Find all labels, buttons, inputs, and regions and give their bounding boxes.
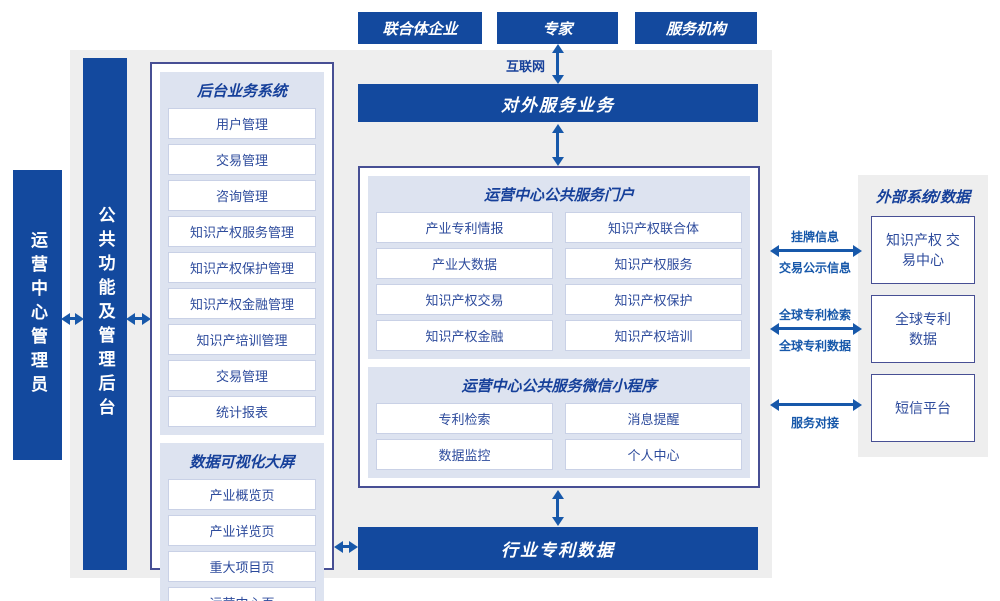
- portal-item: 知识产权培训: [565, 320, 742, 351]
- back-office-title: 后台业务系统: [196, 83, 287, 100]
- portal-title: 运营中心公共服务门户: [483, 187, 634, 204]
- actor-experts: 专家: [497, 12, 618, 44]
- arrow-admin-to-backend-icon: [61, 312, 84, 325]
- dataviz-item: 重大项目页: [168, 551, 316, 582]
- center-services-box: 运营中心公共服务门户 产业专利情报 知识产权联合体 产业大数据 知识产权服务 知…: [358, 166, 760, 488]
- back-office-section: 后台业务系统 用户管理 交易管理 咨询管理 知识产权服务管理 知识产权保护管理 …: [160, 72, 324, 435]
- arrow-internet-icon: [551, 44, 564, 84]
- arrow-backend-to-backoffice-icon: [126, 312, 151, 325]
- link-label-listing-info: 挂牌信息: [790, 230, 839, 244]
- dataviz-item: 运营中心页: [168, 587, 316, 601]
- dataviz-title: 数据可视化大屏: [189, 454, 295, 471]
- dataviz-item: 产业详览页: [168, 515, 316, 546]
- dataviz-item: 产业概览页: [168, 479, 316, 510]
- back-office-item: 统计报表: [168, 396, 316, 427]
- external-service-bar: 对外服务业务: [358, 84, 758, 122]
- link-label-service-docking: 服务对接: [790, 416, 839, 430]
- external-system-global-patent-data: 全球专利 数据: [871, 295, 975, 363]
- portal-item: 知识产权联合体: [565, 212, 742, 243]
- operations-admin-bar: 运营中心管理员: [13, 170, 62, 460]
- external-system-ip-trade-center: 知识产权 交易中心: [871, 216, 975, 284]
- link-label-trade-publicity-info: 交易公示信息: [778, 261, 851, 275]
- portal-item: 知识产权服务: [565, 248, 742, 279]
- miniprogram-item: 数据监控: [376, 439, 553, 470]
- actor-service-agencies: 服务机构: [635, 12, 757, 44]
- actor-consortium-enterprises: 联合体企业: [358, 12, 482, 44]
- left-systems-box: 后台业务系统 用户管理 交易管理 咨询管理 知识产权服务管理 知识产权保护管理 …: [150, 62, 334, 601]
- back-office-item: 知识产权金融管理: [168, 288, 316, 319]
- miniprogram-item: 消息提醒: [565, 403, 742, 434]
- link-label-global-patent-search: 全球专利检索: [778, 308, 851, 322]
- back-office-item: 咨询管理: [168, 180, 316, 211]
- arrow-dataviz-to-industrydata-icon: [334, 540, 358, 553]
- portal-item: 知识产权保护: [565, 284, 742, 315]
- arrow-to-global-patent-data-icon: [770, 322, 862, 335]
- miniprogram-item: 个人中心: [565, 439, 742, 470]
- portal-section: 运营中心公共服务门户 产业专利情报 知识产权联合体 产业大数据 知识产权服务 知…: [368, 176, 750, 359]
- public-functions-bar: 公共功能及管理后台: [83, 58, 127, 570]
- link-label-global-patent-data: 全球专利数据: [778, 339, 851, 353]
- back-office-item: 交易管理: [168, 144, 316, 175]
- miniprogram-section: 运营中心公共服务微信小程序 专利检索 消息提醒 数据监控 个人中心: [368, 367, 750, 478]
- external-system-sms-platform: 短信平台: [871, 374, 975, 442]
- back-office-item: 知识产权服务管理: [168, 216, 316, 247]
- arrow-to-sms-platform-icon: [770, 398, 862, 411]
- miniprogram-title: 运营中心公共服务微信小程序: [461, 378, 657, 395]
- miniprogram-item: 专利检索: [376, 403, 553, 434]
- industry-patent-data-bar: 行业专利数据: [358, 527, 758, 570]
- arrow-to-ip-trade-center-icon: [770, 244, 862, 257]
- back-office-item: 交易管理: [168, 360, 316, 391]
- dataviz-section: 数据可视化大屏 产业概览页 产业详览页 重大项目页 运营中心页: [160, 443, 324, 601]
- internet-label: 互联网: [505, 59, 545, 74]
- back-office-item: 用户管理: [168, 108, 316, 139]
- back-office-item: 知识产培训管理: [168, 324, 316, 355]
- portal-item: 知识产权交易: [376, 284, 553, 315]
- portal-item: 产业专利情报: [376, 212, 553, 243]
- external-systems-title: 外部系统/数据: [875, 189, 971, 206]
- portal-item: 知识产权金融: [376, 320, 553, 351]
- back-office-item: 知识产权保护管理: [168, 252, 316, 283]
- arrow-portal-to-industrydata-icon: [551, 490, 564, 526]
- arrow-service-to-portal-icon: [551, 124, 564, 166]
- portal-item: 产业大数据: [376, 248, 553, 279]
